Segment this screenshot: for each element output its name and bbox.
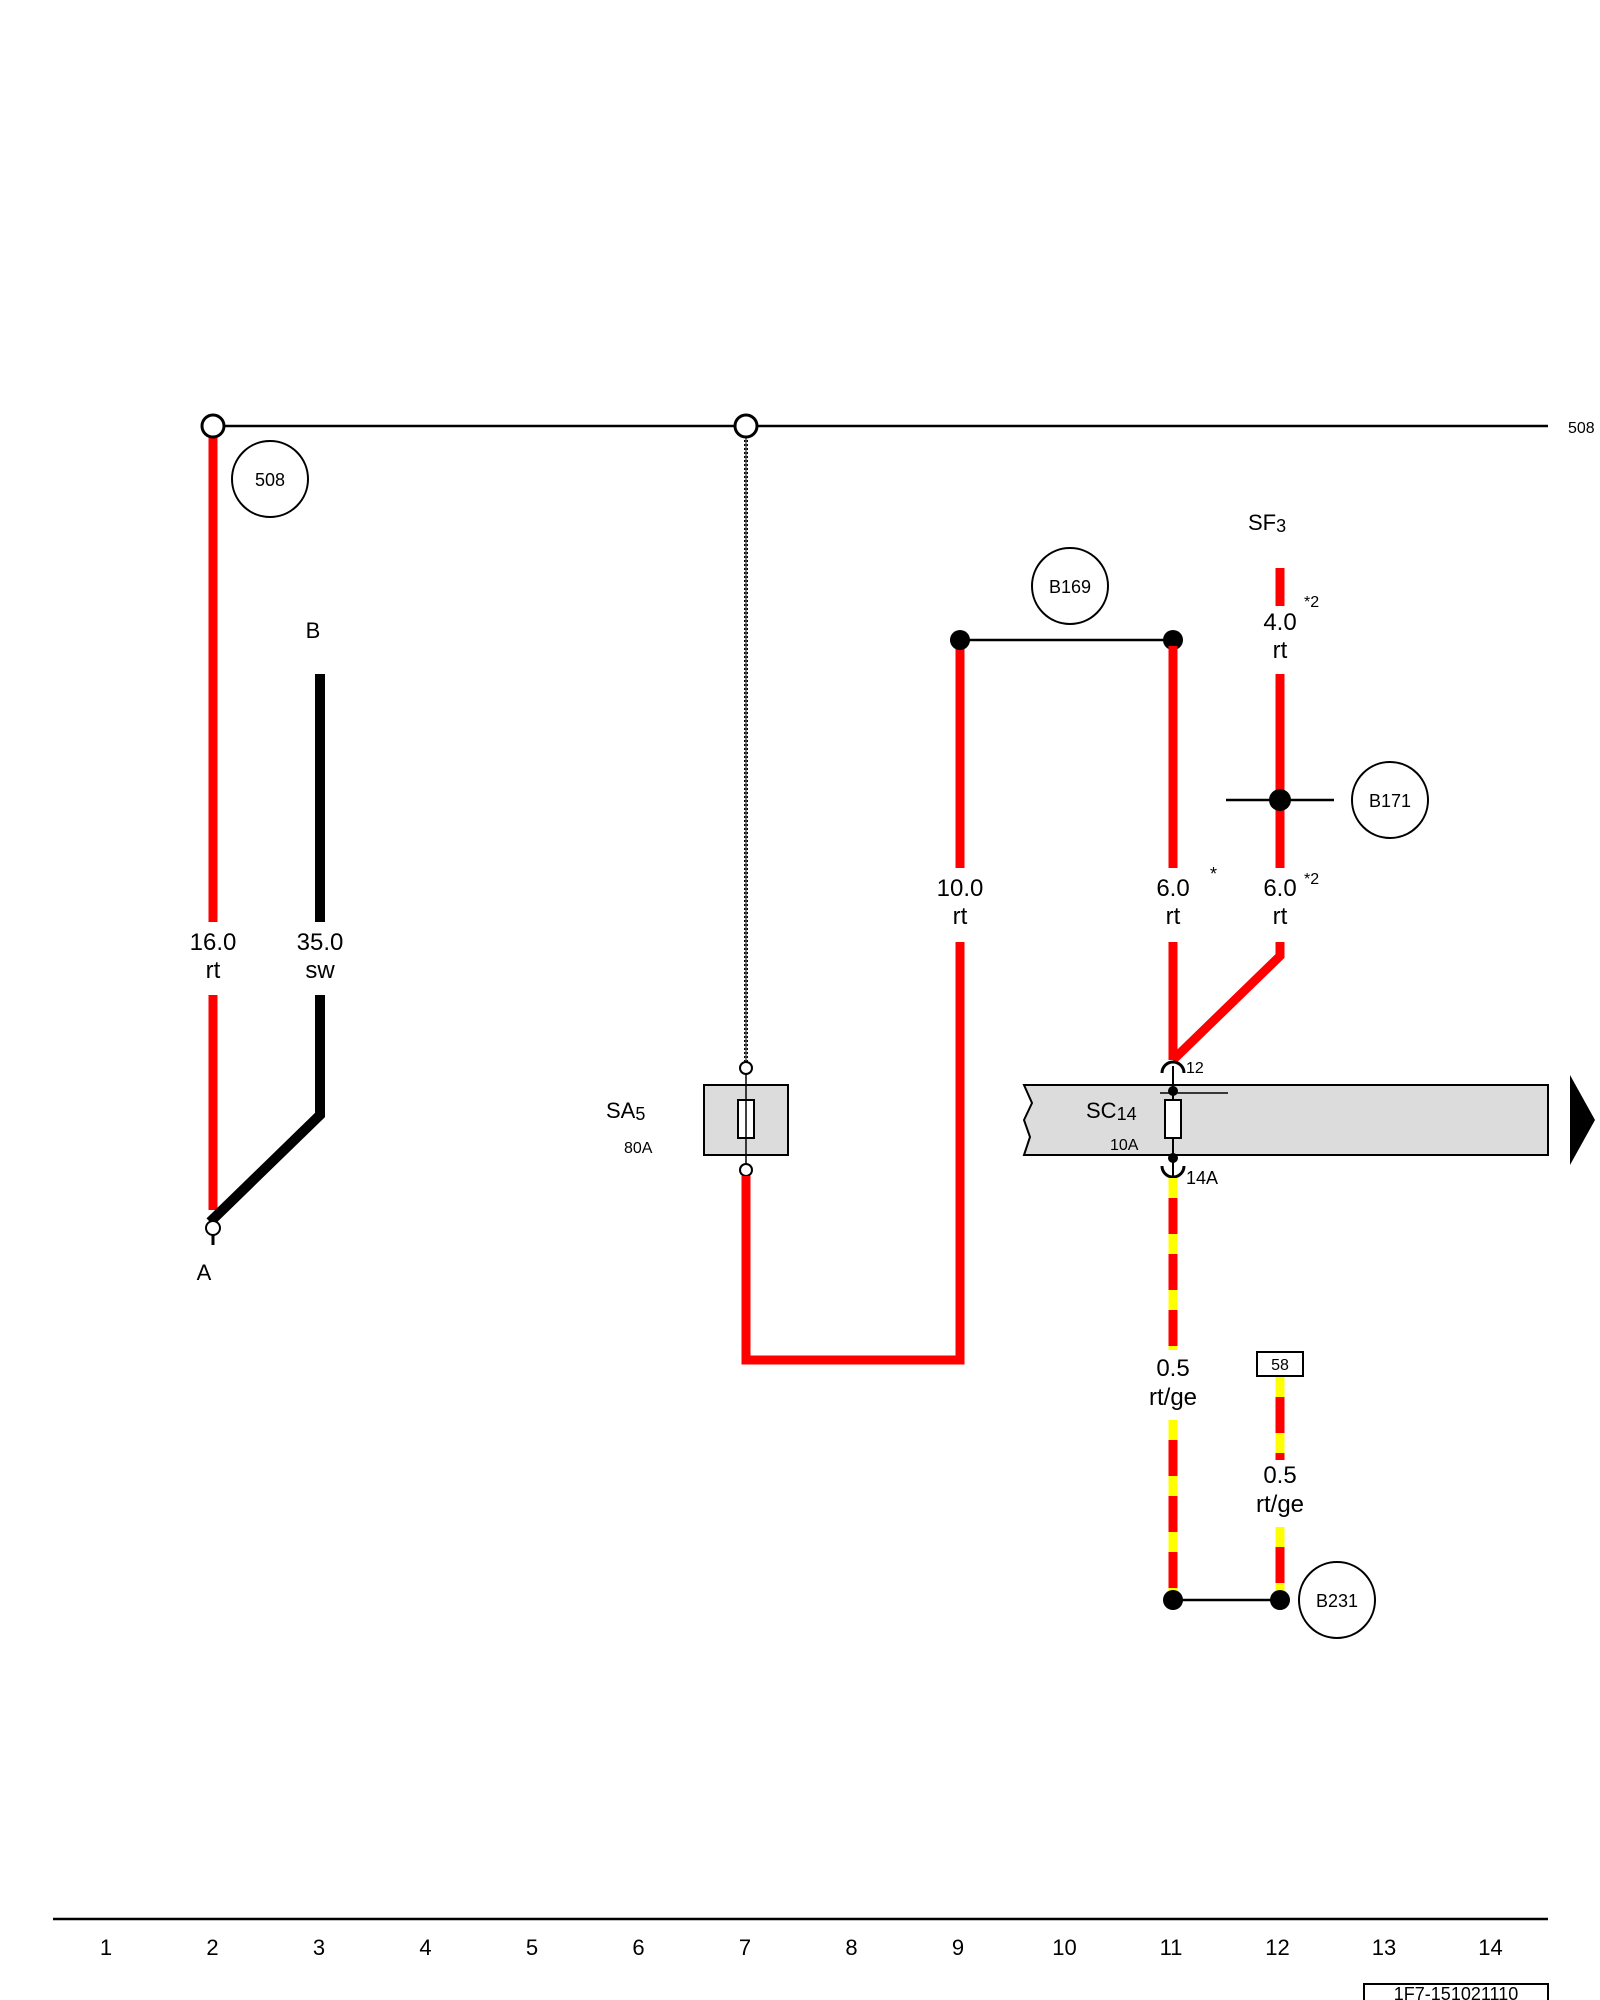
connector-b169: [1031, 547, 1109, 625]
column-number: 6: [632, 1935, 644, 1960]
column-number: 7: [739, 1935, 751, 1960]
pin-12-dot: [1168, 1086, 1178, 1096]
wire-label-size: 0.5: [1263, 1462, 1296, 1489]
column-number: 10: [1052, 1935, 1076, 1960]
pin-14a-arc: [1160, 1165, 1186, 1179]
footer-code: 1F7-151021110: [1394, 1984, 1518, 2000]
terminal-58-label: 58: [1271, 1357, 1289, 1374]
wire-label-size: 0.5: [1156, 1355, 1189, 1382]
note-star: *: [1210, 864, 1217, 884]
wire-label-size: 35.0: [297, 929, 344, 956]
wire-10-rt-bottom: [741, 942, 965, 1365]
fuse-sc14-name: SC14: [1086, 1098, 1137, 1124]
continuation-arrow: [1570, 1075, 1595, 1165]
wire-label-color: rt: [1273, 637, 1288, 664]
terminal-58-box: [1256, 1351, 1304, 1377]
wire-label-size: 6.0: [1156, 875, 1189, 902]
node-b231-left: [1163, 1590, 1183, 1610]
connector-b231: [1298, 1561, 1376, 1639]
wire-label-color: rt: [1166, 903, 1181, 930]
fuse-sc14-element: [1164, 1099, 1182, 1139]
column-number: 8: [845, 1935, 857, 1960]
connector-b169-label: B169: [1049, 577, 1091, 597]
wire-label-color: sw: [305, 957, 335, 984]
wire-6-rt-b: [1169, 942, 1285, 1064]
column-number: 14: [1478, 1935, 1502, 1960]
sa5-pin-top: [739, 1061, 753, 1075]
fuse-sa5-name: SA5: [606, 1098, 645, 1124]
column-number: 5: [526, 1935, 538, 1960]
terminal-a-label: A: [197, 1260, 212, 1285]
column-number: 13: [1372, 1935, 1396, 1960]
connector-508: [231, 440, 309, 518]
column-number: 11: [1160, 1935, 1183, 1960]
column-number: 12: [1265, 1935, 1289, 1960]
fuse-sf3-name: SF3: [1248, 510, 1286, 536]
sa5-pin-bottom: [739, 1163, 753, 1177]
pin-12-arc: [1160, 1060, 1186, 1074]
node-b169-left: [950, 630, 970, 650]
connector-b171: [1351, 761, 1429, 839]
bus-node-left: [200, 413, 226, 439]
node-b171: [1269, 789, 1291, 811]
note-star2: *2: [1304, 871, 1319, 888]
column-number: 4: [419, 1935, 431, 1960]
wire-label-size: 10.0: [937, 875, 984, 902]
footer-code-box: [1363, 1983, 1549, 2000]
bus-node-middle: [733, 413, 759, 439]
wire-label-size: 6.0: [1263, 875, 1296, 902]
wire-label-color: rt: [206, 957, 221, 984]
wire-label-color: rt/ge: [1256, 1491, 1304, 1518]
relay-strip-sc14: [1022, 1084, 1549, 1156]
terminal-a: [205, 1220, 221, 1236]
terminal-b-label: B: [306, 618, 321, 643]
column-number: 3: [313, 1935, 325, 1960]
wire-label-color: rt/ge: [1149, 1384, 1197, 1411]
wire-label-color: rt: [953, 903, 968, 930]
fuse-sa5-rating: 80A: [624, 1140, 653, 1157]
column-number: 9: [952, 1935, 964, 1960]
connector-b171-label: B171: [1369, 791, 1411, 811]
pin-14a-label: 14A: [1186, 1168, 1218, 1188]
connector-b231-label: B231: [1316, 1591, 1358, 1611]
column-number: 2: [206, 1935, 218, 1960]
node-b169-right: [1163, 630, 1183, 650]
note-star2: *2: [1304, 594, 1319, 611]
bus-508-label: 508: [1568, 420, 1595, 437]
wire-35-sw-lower: [206, 995, 325, 1226]
column-number: 1: [100, 1935, 112, 1960]
node-b231-right: [1270, 1590, 1290, 1610]
wire-label-size: 16.0: [190, 929, 237, 956]
pin-12-label: 12: [1186, 1060, 1204, 1077]
fuse-sc14-rating: 10A: [1110, 1137, 1139, 1154]
wire-label-size: 4.0: [1263, 609, 1296, 636]
wire-label-color: rt: [1273, 903, 1288, 930]
pin-14a-dot: [1168, 1153, 1178, 1163]
connector-508-label: 508: [255, 470, 285, 490]
